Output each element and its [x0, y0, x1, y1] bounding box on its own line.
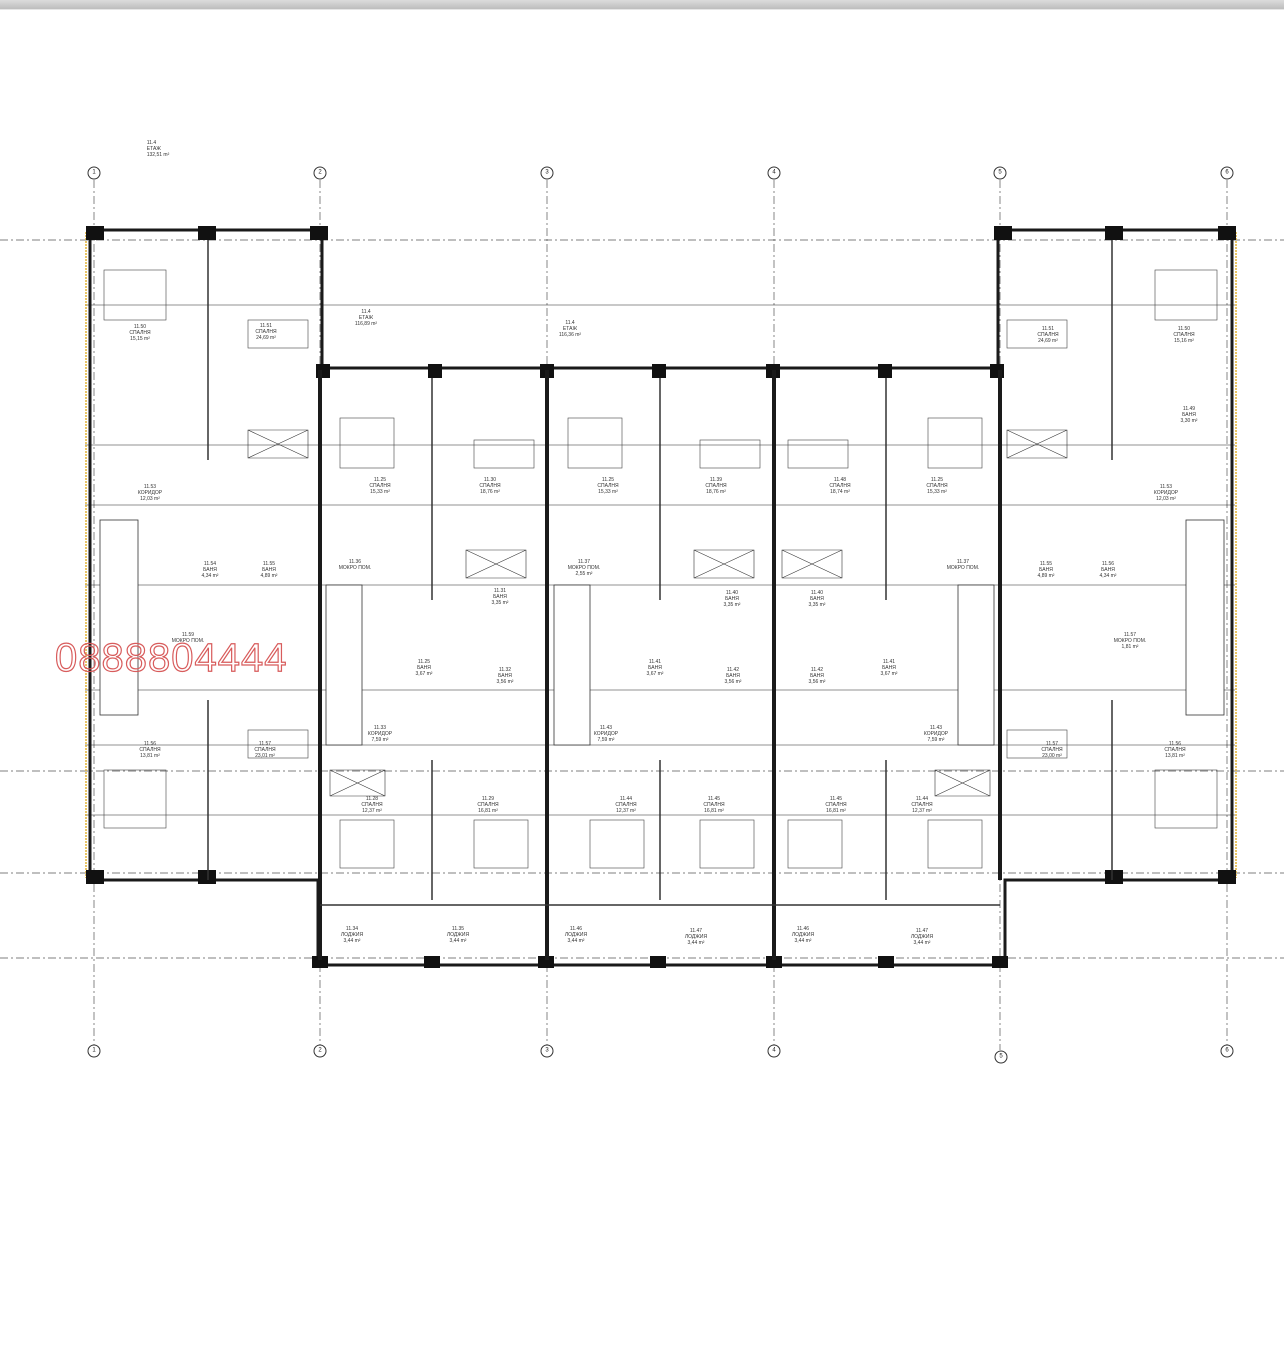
grid-axis-4-top: 4	[767, 166, 781, 180]
viewer-top-bar	[0, 0, 1284, 10]
interior-walls	[207, 240, 1113, 906]
phone-watermark: 0888804444	[54, 635, 288, 680]
grid-axis-3-bottom: 3	[540, 1044, 554, 1058]
grid-axis-2-bottom: 2	[313, 1044, 327, 1058]
grid-axis-4-bottom: 4	[767, 1044, 781, 1058]
furniture-beds	[103, 269, 1218, 869]
grid-axis-5-top: 5	[993, 166, 1007, 180]
stairs	[99, 519, 1225, 746]
grid-axis-6-bottom: 6	[1220, 1044, 1234, 1058]
grid-axis-2-top: 2	[313, 166, 327, 180]
grid-lines	[0, 180, 1284, 1050]
wardrobes	[247, 429, 1068, 797]
grid-axis-3-top: 3	[540, 166, 554, 180]
grid-axis-5-bottom: 5	[994, 1050, 1008, 1064]
columns	[86, 226, 1236, 968]
grid-axis-1-top: 1	[87, 166, 101, 180]
party-walls	[318, 370, 1002, 960]
grid-axis-6-top: 6	[1220, 166, 1234, 180]
grid-axis-1-bottom: 1	[87, 1044, 101, 1058]
